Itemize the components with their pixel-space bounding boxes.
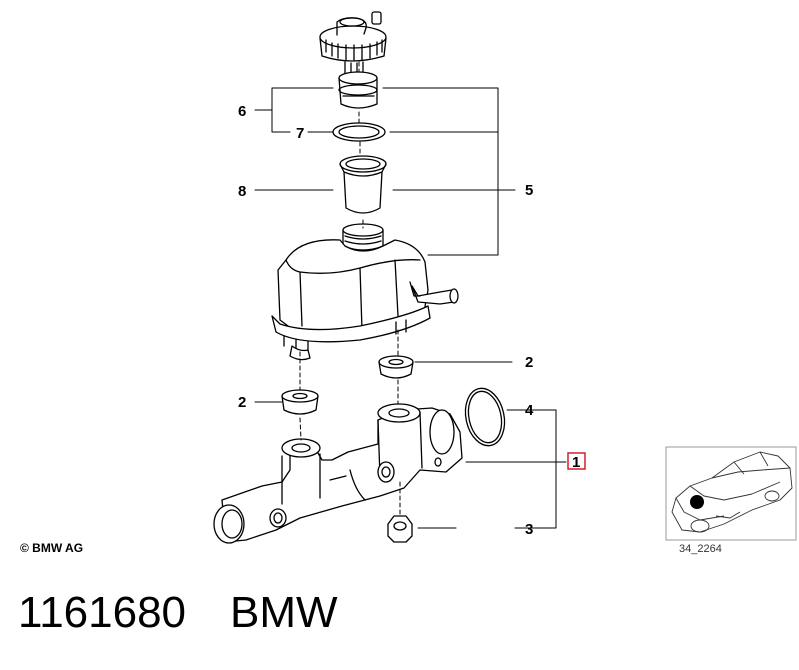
- filter-insert: [339, 155, 387, 214]
- alignment-lines: [299, 61, 401, 515]
- filter-top: [338, 71, 378, 109]
- brake-master-cylinder: [213, 403, 463, 544]
- diagram-reference-code: 34_2264: [679, 543, 722, 555]
- callout-7: 7: [296, 125, 304, 142]
- callout-1-highlight: [567, 452, 586, 470]
- vehicle-locator-inset: [665, 446, 797, 541]
- callout-4: 4: [525, 402, 534, 419]
- hex-nut: [387, 515, 413, 543]
- part-caption: 1161680 BMW: [18, 588, 382, 638]
- copyright-text: © BMW AG: [20, 541, 84, 555]
- brand-name: BMW: [230, 588, 338, 637]
- part-number: 1161680: [18, 588, 187, 637]
- callout-5: 5: [525, 182, 533, 199]
- o-ring: [464, 387, 506, 447]
- reservoir-cap: [319, 11, 387, 77]
- location-marker-icon: [690, 495, 704, 509]
- parts-diagram: 6 7 8 5 2 2 4 1 3: [213, 11, 797, 544]
- expansion-tank: [271, 223, 459, 361]
- callout-1: 1: [572, 454, 580, 471]
- callout-2-lower: 2: [238, 394, 246, 411]
- grommet-upper: [378, 355, 414, 379]
- leader-lines: [254, 87, 567, 529]
- grommet-lower: [281, 389, 319, 415]
- callout-8: 8: [238, 183, 246, 200]
- callout-6: 6: [238, 103, 246, 120]
- sealing-ring: [332, 122, 386, 142]
- callout-3: 3: [525, 521, 533, 538]
- callout-2-upper: 2: [525, 354, 533, 371]
